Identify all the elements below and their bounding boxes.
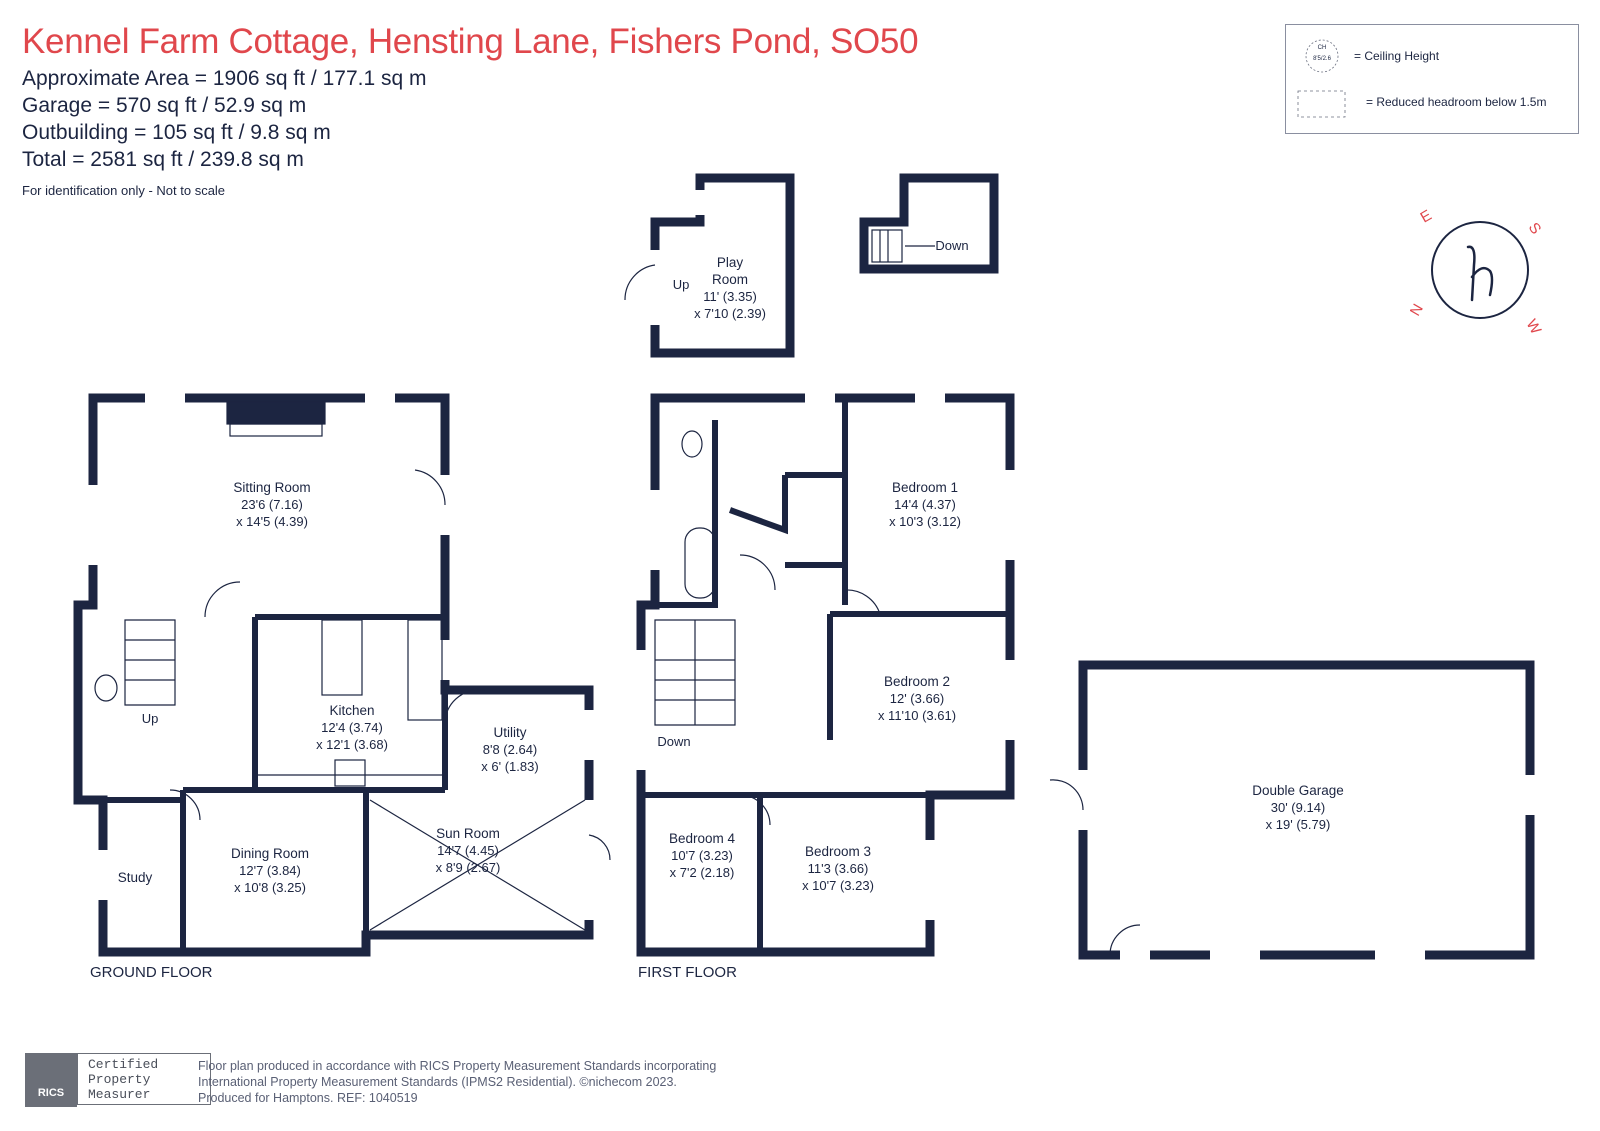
bedroom-2-name: Bedroom 2 xyxy=(884,674,950,689)
rics-logo: RICS xyxy=(25,1053,77,1107)
legend-box: CH 8'5/2.6 = Ceiling Height = Reduced he… xyxy=(1285,24,1579,134)
bedroom-1-name: Bedroom 1 xyxy=(892,480,958,495)
monogram-icon xyxy=(1466,245,1494,302)
first-floor-label: FIRST FLOOR xyxy=(638,964,737,981)
bedroom-4-dim1: 10'7 (3.23) xyxy=(671,848,733,863)
windows xyxy=(88,190,1535,960)
study-name: Study xyxy=(118,870,153,885)
ceiling-symbol-label-1: CH xyxy=(1317,45,1327,51)
bedroom-4-dim2: x 7'2 (2.18) xyxy=(670,865,735,880)
dining-room-dim2: x 10'8 (3.25) xyxy=(234,880,306,895)
garage-name: Double Garage xyxy=(1252,783,1344,798)
approximate-area: Approximate Area = 1906 sq ft / 177.1 sq… xyxy=(22,67,427,90)
ground-floor-internal-walls xyxy=(103,614,448,952)
fixtures xyxy=(94,229,1141,956)
scale-note: For identification only - Not to scale xyxy=(22,183,226,198)
garage-dim2: x 19' (5.79) xyxy=(1266,817,1331,832)
footer-line-3: Produced for Hamptons. REF: 1040519 xyxy=(198,1091,418,1105)
dining-room-dim1: 12'7 (3.84) xyxy=(239,863,301,878)
reduced-headroom-label: = Reduced headroom below 1.5m xyxy=(1366,95,1547,109)
stairs-up-playroom: Up xyxy=(673,277,690,292)
play-room-dim1: 11' (3.35) xyxy=(703,289,757,304)
garage-walls xyxy=(1078,660,1535,960)
ceiling-height-symbol xyxy=(1297,39,1346,118)
bedroom-2-dim2: x 11'10 (3.61) xyxy=(878,708,956,723)
badge-line-3: Measurer xyxy=(88,1087,151,1102)
store-walls xyxy=(859,173,999,274)
stairs-down-first: Down xyxy=(657,734,690,749)
badge-line-1: Certified xyxy=(88,1057,159,1072)
property-title: Kennel Farm Cottage, Hensting Lane, Fish… xyxy=(22,22,919,61)
stairs-up-ground: Up xyxy=(142,711,159,726)
bedroom-1-dim2: x 10'3 (3.12) xyxy=(889,514,961,529)
compass-icon: E S N W xyxy=(1410,207,1545,338)
ceiling-height-label: = Ceiling Height xyxy=(1354,49,1440,63)
bedroom-1-dim1: 14'4 (4.37) xyxy=(894,497,956,512)
stairs-down-outbuilding: Down xyxy=(935,238,968,253)
bedroom-2-dim1: 12' (3.66) xyxy=(890,691,945,706)
play-room-dim2: x 7'10 (2.39) xyxy=(694,306,766,321)
play-room-name: Play xyxy=(717,255,744,270)
sitting-room-name: Sitting Room xyxy=(233,480,310,495)
utility-dim2: x 6' (1.83) xyxy=(481,759,538,774)
first-floor-internal-walls xyxy=(641,398,1013,952)
sun-room-dim1: 14'7 (4.45) xyxy=(437,843,499,858)
sun-room-dim2: x 8'9 (2.67) xyxy=(436,860,501,875)
play-room-name-2: Room xyxy=(712,272,748,287)
bedroom-3-dim1: 11'3 (3.66) xyxy=(808,861,869,876)
bedroom-3-name: Bedroom 3 xyxy=(805,844,871,859)
dining-room-name: Dining Room xyxy=(231,846,309,861)
utility-name: Utility xyxy=(494,725,527,740)
kitchen-dim1: 12'4 (3.74) xyxy=(321,720,383,735)
sitting-room-dim1: 23'6 (7.16) xyxy=(241,497,303,512)
ground-floor-outer-walls xyxy=(73,393,594,957)
ground-floor-label: GROUND FLOOR xyxy=(90,964,213,981)
bedroom-4-name: Bedroom 4 xyxy=(669,831,736,846)
play-room-walls xyxy=(650,173,795,358)
total-area: Total = 2581 sq ft / 239.8 sq m xyxy=(22,148,304,171)
sitting-room-dim2: x 14'5 (4.39) xyxy=(236,514,308,529)
garage-dim1: 30' (9.14) xyxy=(1271,800,1326,815)
kitchen-name: Kitchen xyxy=(329,703,374,718)
sun-room-name: Sun Room xyxy=(436,826,500,841)
outbuilding-area: Outbuilding = 105 sq ft / 9.8 sq m xyxy=(22,121,331,144)
bedroom-3-dim2: x 10'7 (3.23) xyxy=(802,878,874,893)
kitchen-dim2: x 12'1 (3.68) xyxy=(316,737,388,752)
badge-line-2: Property xyxy=(88,1072,151,1087)
footer-line-1: Floor plan produced in accordance with R… xyxy=(198,1059,717,1073)
utility-dim1: 8'8 (2.64) xyxy=(483,742,538,757)
footer-line-2: International Property Measurement Stand… xyxy=(198,1075,677,1089)
footer-disclaimer: Floor plan produced in accordance with R… xyxy=(198,1058,716,1106)
ceiling-symbol-label-2: 8'5/2.6 xyxy=(1313,56,1331,62)
garage-area: Garage = 570 sq ft / 52.9 sq m xyxy=(22,94,307,117)
rics-certified-badge: RICS Certified Property Measurer xyxy=(25,1053,211,1107)
